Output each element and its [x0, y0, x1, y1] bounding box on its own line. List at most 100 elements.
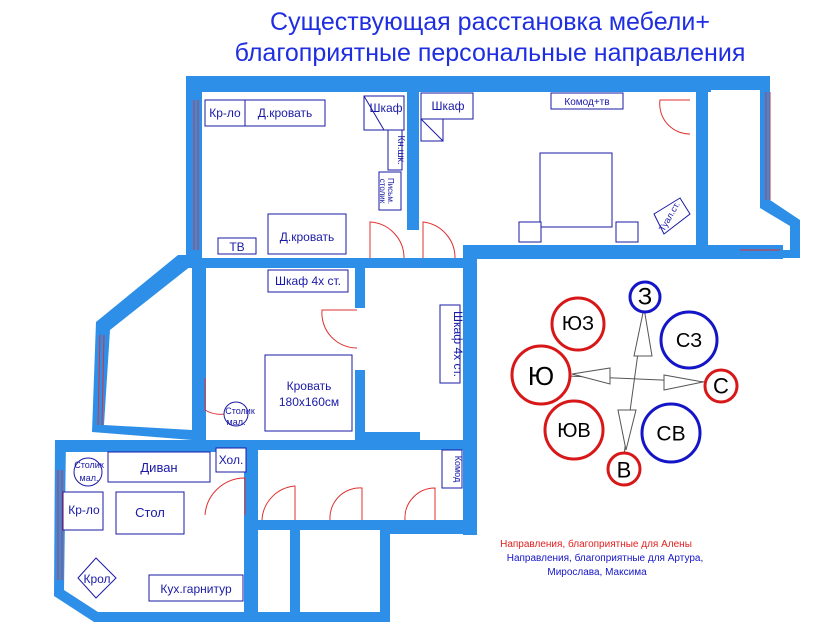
arrow-west	[633, 307, 653, 357]
wardrobe-4-doors	[267, 269, 349, 293]
wall-bathroom-bottom	[244, 612, 390, 622]
legend-others-2: Мирослава, Максима	[547, 567, 647, 578]
door-kitchen	[204, 477, 246, 516]
bookshelf	[387, 129, 403, 171]
wall-bottom-right	[380, 520, 477, 534]
label-stolik-room-2: мал.	[227, 417, 246, 427]
furniture-top-left-room: Кр-ло Д.кровать Шкаф Кн.шк. Письм. столи…	[204, 95, 406, 255]
arrow-south	[571, 367, 611, 385]
label-shkaf-top-left: Шкаф	[369, 101, 402, 115]
door-bath-2	[329, 487, 363, 521]
dir-yu-label: Ю	[528, 361, 554, 391]
bed-right-room	[539, 152, 613, 228]
door-entrance	[404, 487, 436, 521]
dir-yuv-circle	[543, 399, 605, 461]
door-middle-room	[321, 309, 358, 349]
wall-living-right	[244, 440, 258, 622]
wall-middle-right-bottom	[355, 370, 365, 445]
dir-yuz-label: ЮЗ	[562, 313, 594, 335]
dir-s-circle	[703, 368, 739, 404]
label-krovat-2: 180х160см	[279, 395, 339, 409]
furniture-top-right-room: Шкаф Комод+тв Туал.ст.	[420, 92, 691, 243]
dir-s-label: С	[713, 374, 729, 399]
small-table-room	[223, 401, 249, 427]
label-kuh-garnitur: Кух.гарнитур	[160, 582, 232, 596]
dressing-table	[653, 197, 691, 235]
door-bedroom-left	[369, 221, 405, 259]
armchair-living	[62, 491, 104, 531]
directions-compass: З ЮЗ СЗ Ю С ЮВ СВ В	[510, 280, 739, 487]
wall-balcony-right	[700, 76, 800, 258]
label-stolik-living-2: мал.	[80, 473, 99, 483]
dining-table	[115, 491, 185, 535]
wall-bathroom-1	[290, 520, 300, 622]
door-bedroom-right	[422, 221, 456, 259]
wall-middle-right-top	[355, 268, 365, 308]
label-pism-2: столик	[378, 179, 387, 204]
armchair-top	[204, 99, 246, 127]
arrow-north	[663, 374, 704, 391]
double-bed-bottom	[267, 213, 347, 255]
dir-z-label: З	[638, 284, 653, 311]
label-stol: Стол	[135, 505, 165, 520]
label-stolik-room-1: Столик	[225, 406, 255, 416]
tv-stand	[217, 237, 257, 255]
walls	[54, 76, 800, 622]
dir-sz-circle	[659, 310, 719, 370]
dir-yuz-circle	[550, 296, 606, 352]
wall-top	[186, 76, 711, 92]
wall-middle-left	[192, 268, 206, 443]
arrow-east	[617, 409, 637, 451]
wall-mid-horizontal	[186, 258, 471, 268]
label-shkaf-top-right: Шкаф	[431, 99, 464, 113]
nightstand-left	[518, 221, 542, 243]
legend-alena: Направления, благоприятные для Алены	[500, 538, 692, 550]
wall-right-bottom	[463, 245, 783, 259]
label-shkaf-4x-corridor: Шкаф 4х ст.	[451, 311, 465, 377]
dir-sv-circle	[640, 402, 702, 464]
wardrobe-corridor	[439, 304, 461, 384]
label-shkaf-4x-left: Шкаф 4х ст.	[275, 274, 341, 288]
small-table-living	[73, 457, 103, 487]
dir-v-label: В	[617, 458, 632, 483]
label-d-krovat-bottom: Д.кровать	[280, 230, 334, 244]
writing-desk	[378, 171, 402, 211]
label-komod-corridor: Комод	[453, 456, 463, 483]
bed-180x160	[264, 354, 353, 432]
title-line-2: благоприятные персональные направления	[235, 39, 746, 67]
wall-corridor-top	[250, 440, 465, 450]
armchair-corner	[77, 557, 117, 599]
label-komod-tv: Комод+тв	[564, 97, 609, 108]
label-krovat-1: Кровать	[287, 379, 332, 393]
wall-corridor-right	[463, 245, 477, 535]
wall-bathroom-2	[380, 520, 390, 622]
label-pism-1: Письм.	[386, 178, 395, 204]
kitchen-unit	[148, 574, 244, 602]
dresser-corridor	[441, 449, 463, 489]
double-bed-top	[244, 99, 326, 127]
fridge	[215, 447, 247, 473]
dir-v-circle	[606, 451, 642, 487]
label-tv: ТВ	[229, 240, 244, 254]
dir-yuv-label: ЮВ	[557, 420, 591, 442]
wall-partition-bedrooms	[407, 90, 419, 230]
furniture-corridor: Шкаф 4х ст. Комод	[439, 304, 465, 489]
label-kn-shk: Кн.шк.	[395, 135, 406, 164]
label-kr-lo-living: Кр-ло	[68, 503, 100, 517]
label-hol: Хол.	[219, 453, 244, 467]
label-d-krovat-top: Д.кровать	[258, 106, 312, 120]
nightstand-right	[615, 221, 639, 243]
door-balcony	[659, 99, 691, 135]
label-stolik-living-1: Столик	[74, 460, 104, 470]
label-krol: Крол	[83, 572, 110, 586]
label-divan: Диван	[140, 460, 177, 475]
wall-hol-top	[244, 440, 254, 470]
furniture-middle-room: Шкаф 4х ст. Кровать 180х160см Столик мал…	[223, 269, 353, 432]
wall-bottom-corridor	[244, 520, 394, 530]
sofa	[107, 451, 211, 483]
dir-z-circle	[628, 280, 662, 314]
wall-living-left-bottom	[54, 440, 250, 622]
legend: Направления, благоприятные для Алены Нап…	[500, 538, 703, 578]
door-bath-1	[261, 485, 296, 521]
